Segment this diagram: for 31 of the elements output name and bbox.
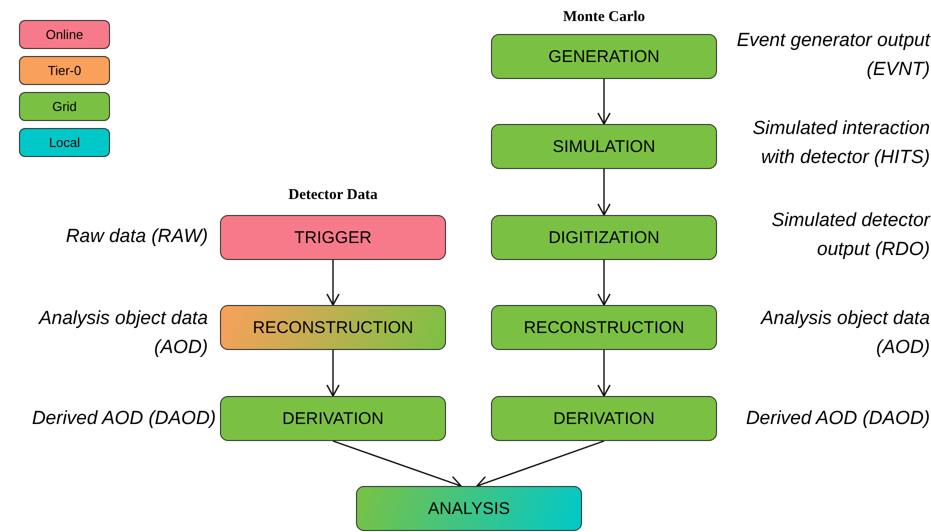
legend-swatch: Local [19,128,110,157]
legend-swatch: Grid [19,92,110,121]
process-box: DERIVATION [491,396,717,441]
arrow [597,260,611,306]
process-box: ANALYSIS [356,486,582,531]
process-box: TRIGGER [220,215,446,260]
arrow [326,260,340,306]
data-format-note: Derived AOD (DAOD) [744,407,930,431]
arrow [597,169,611,216]
legend-swatch: Tier-0 [19,56,110,85]
data-format-note: Analysis object data (AOD) [37,307,208,360]
data-format-note: Event generator output (EVNT) [736,29,930,82]
process-box: DIGITIZATION [491,215,717,260]
arrow [597,79,611,125]
process-box: SIMULATION [491,124,717,169]
column-heading: Detector Data [287,186,379,205]
data-format-note: Simulated detector output (RDO) [770,209,930,262]
arrow [476,440,604,489]
data-format-note: Raw data (RAW) [64,225,208,249]
column-heading: Monte Carlo [562,8,646,27]
arrow [332,440,462,489]
data-format-note: Analysis object data (AOD) [759,307,930,360]
process-box: DERIVATION [220,396,446,441]
process-box: RECONSTRUCTION [491,305,717,350]
data-format-note: Derived AOD (DAOD) [30,407,216,431]
process-box: RECONSTRUCTION [220,305,446,350]
data-format-note: Simulated interaction with detector (HITS) [752,117,930,170]
process-box: GENERATION [491,34,717,79]
arrow [597,350,611,397]
arrow [326,350,340,397]
legend-swatch: Online [19,20,110,49]
